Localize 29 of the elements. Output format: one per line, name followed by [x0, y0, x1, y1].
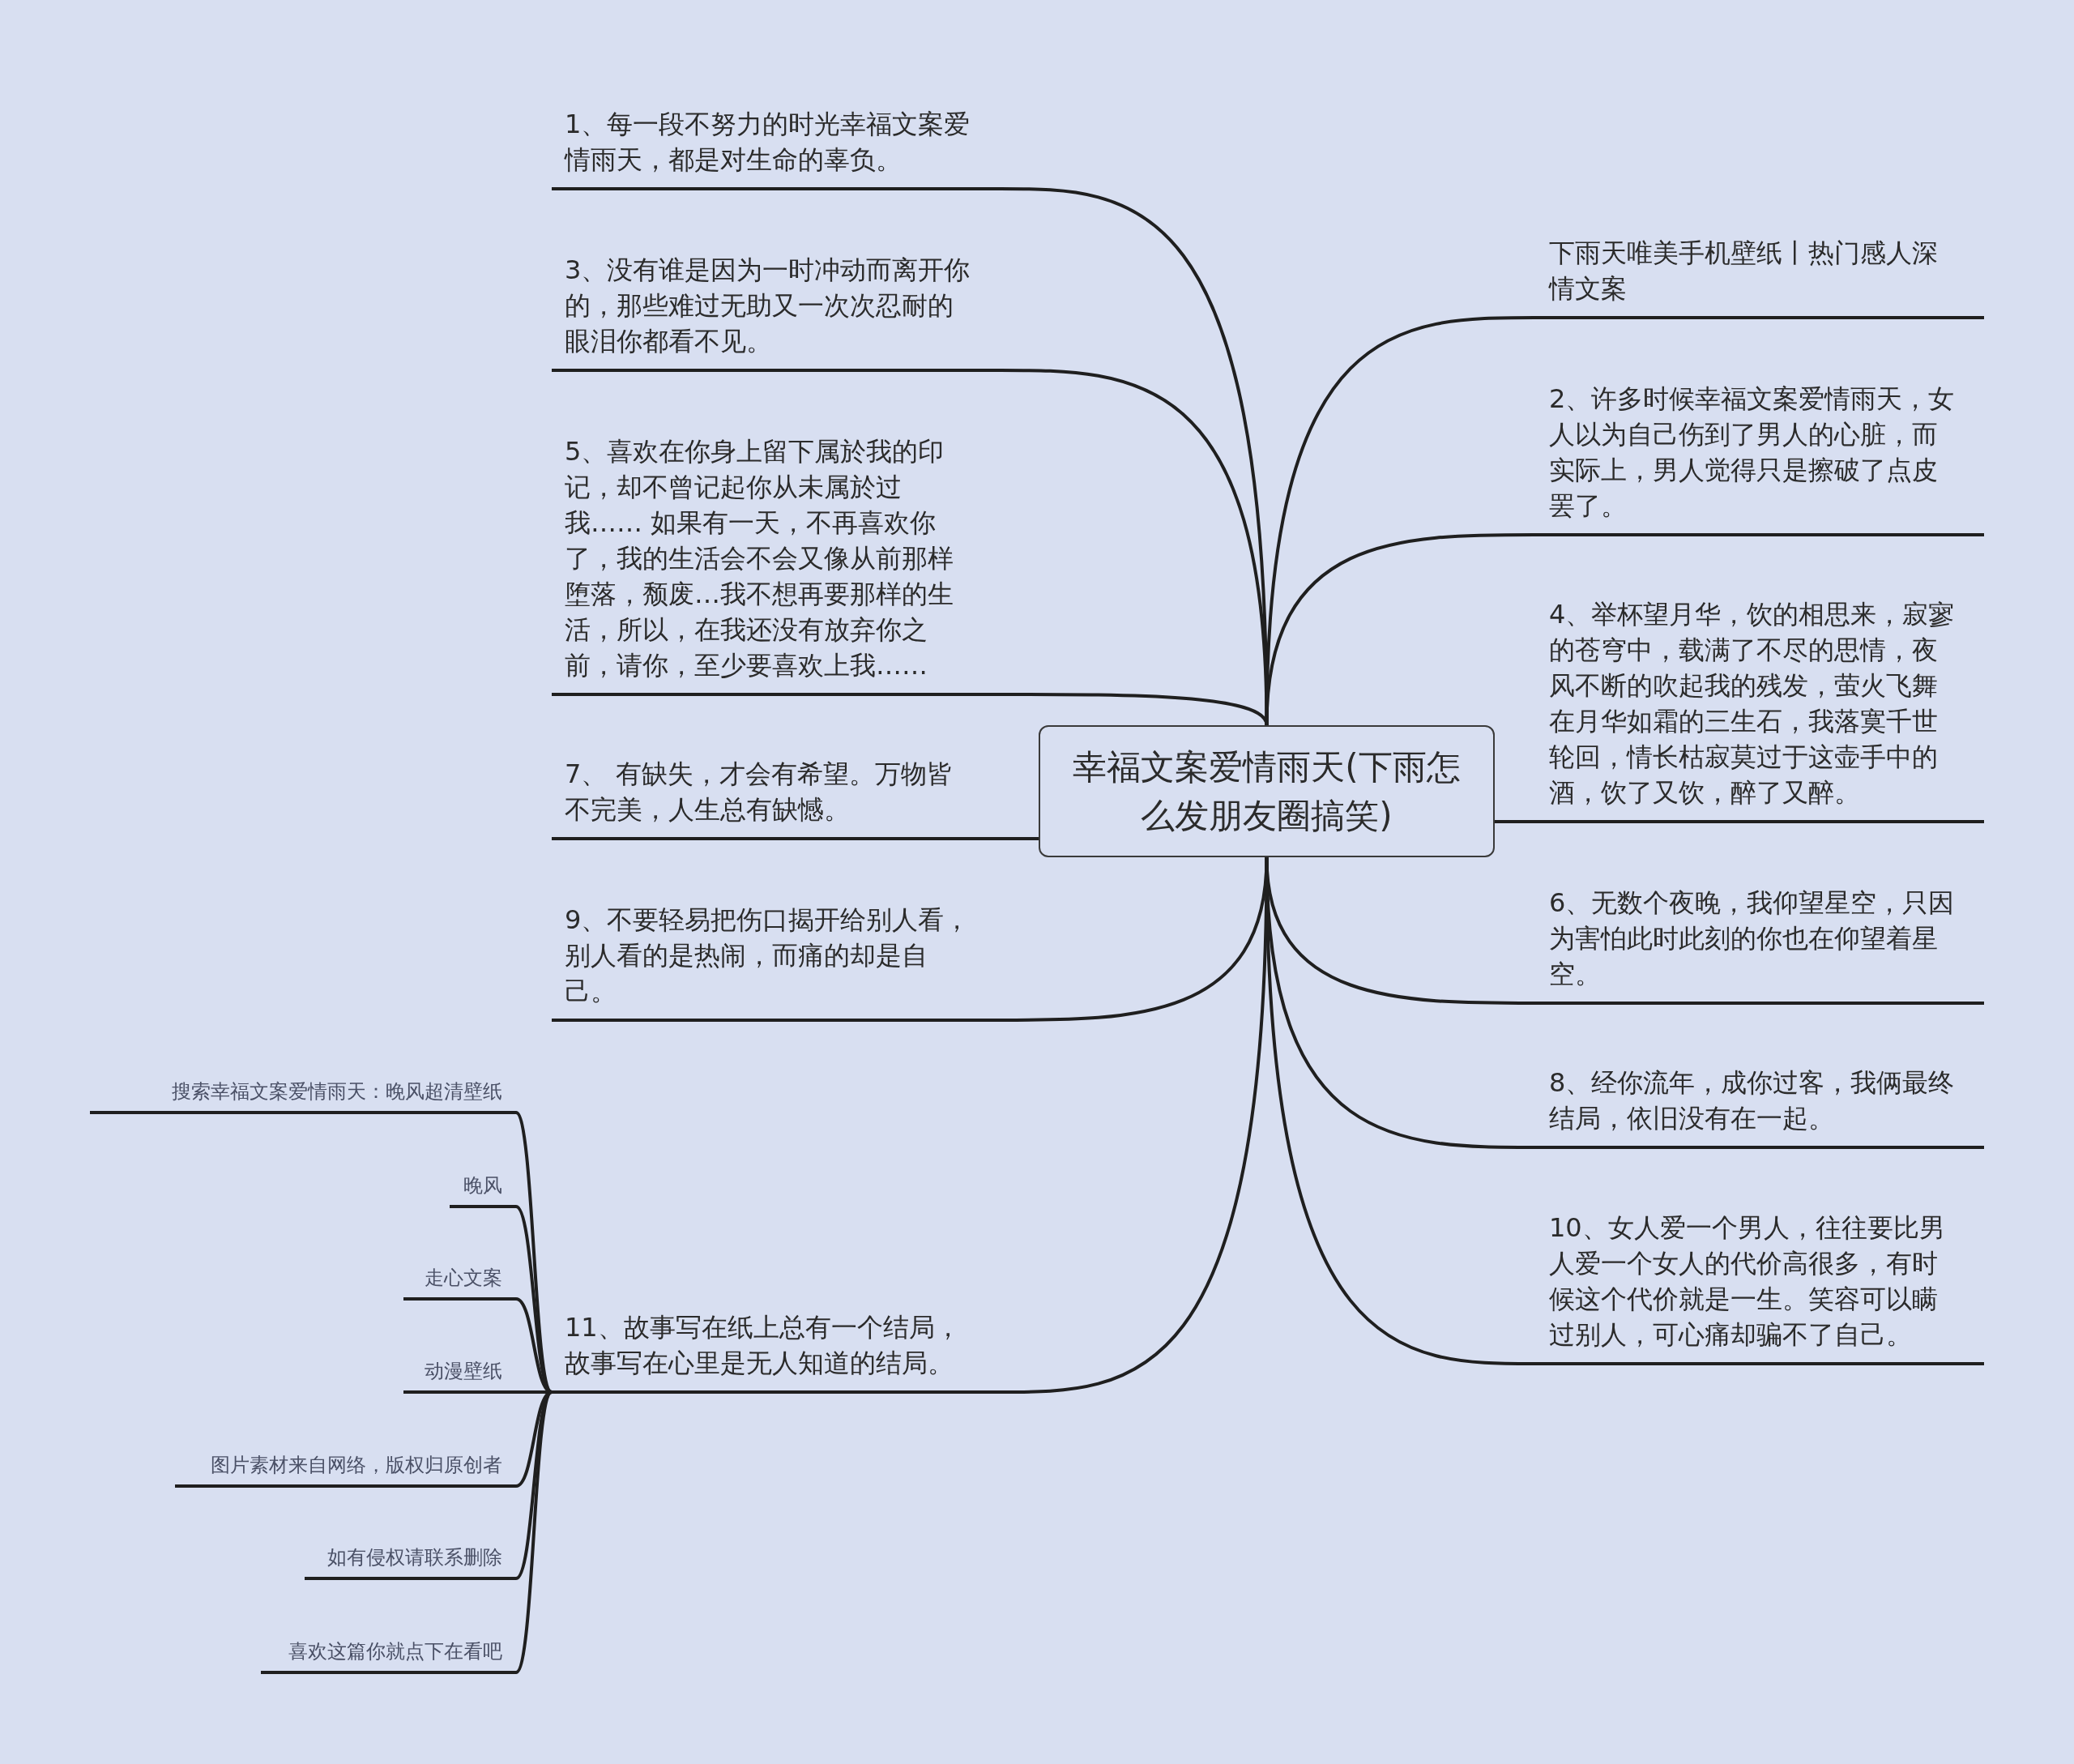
topic-text: 1、每一段不努力的时光幸福文案爱情雨天，都是对生命的辜负。 [565, 108, 971, 177]
connector-line [1001, 856, 1269, 1394]
topic-text: 喜欢这篇你就点下在看吧 [288, 1639, 502, 1664]
topic-text: 2、许多时候幸福文案爱情雨天，女人以为自己伤到了男人的心脏，而实际上，男人觉得只是擦破了点皮罢了。 [1549, 382, 1956, 523]
topic-text: 搜索幸福文案爱情雨天：晚风超清壁纸 [171, 1079, 502, 1104]
topic-text: 晚风 [463, 1173, 502, 1198]
topic-text: 7、 有缺失，才会有希望。万物皆不完美，人生总有缺憾。 [565, 758, 954, 826]
topic-text: 走心文案 [424, 1266, 502, 1291]
connector-line [1495, 820, 1534, 823]
connector-line [1265, 533, 1534, 726]
topic-text: 9、不要轻易把伤口揭开给别人看，别人看的是热闹，而痛的却是自己。 [565, 903, 971, 1008]
topic-text: 3、没有谁是因为一时冲动而离开你的，那些难过无助又一次次忍耐的眼泪你都看不见。 [565, 254, 971, 358]
topic-text: 11、故事写在纸上总有一个结局，故事写在心里是无人知道的结局。 [565, 1311, 962, 1380]
subtopic [403, 1265, 516, 1301]
connector-line [1001, 837, 1039, 840]
topic-text: 10、女人爱一个男人，往往要比男人爱一个女人的代价高很多，有时候这个代价就是一生。笑容可以瞒过别人，可心痛却骗不了自己。 [1549, 1211, 1946, 1352]
topic-text: 如有侵权请联系删除 [326, 1545, 502, 1570]
topic-text: 动漫壁纸 [424, 1359, 502, 1384]
subtopic [90, 1078, 516, 1114]
connector-line [1265, 856, 1534, 1365]
topic-text: 8、经你流年，成你过客，我俩最终结局，依旧没有在一起。 [1549, 1066, 1956, 1135]
central-topic [1039, 725, 1495, 857]
topic-text: 4、举杯望月华，饮的相思来，寂寥的苍穹中，载满了不尽的思情，夜风不断的吹起我的残发，萤火飞舞在月华如霜的三生石，我落寞千世轮回，情长枯寂莫过于这壶手中的酒，饮了又饮，醉了又醉。 [1549, 598, 1956, 809]
topic-text: 6、无数个夜晚，我仰望星空，只因为害怕此时此刻的你也在仰望着星空。 [1549, 886, 1956, 991]
topic-text: 下雨天唯美手机壁纸丨热门感人深情文案 [1549, 237, 1939, 305]
connector-line [1265, 316, 1534, 726]
topic-text: 5、喜欢在你身上留下属於我的印记，却不曾记起你从未属於过我…… 如果有一天，不再喜欢你了，我的生活会不会又像从前那样堕落，颓废…我不想再要那样的生活，所以，在我还没有放弃你之前，请你，至少要喜欢上我…… [565, 435, 954, 682]
topic-text: 图片素材来自网络，版权归原创者 [210, 1453, 502, 1478]
topic-text: 幸福文案爱情雨天(下雨怎么发朋友圈搞笑) [1072, 745, 1462, 837]
